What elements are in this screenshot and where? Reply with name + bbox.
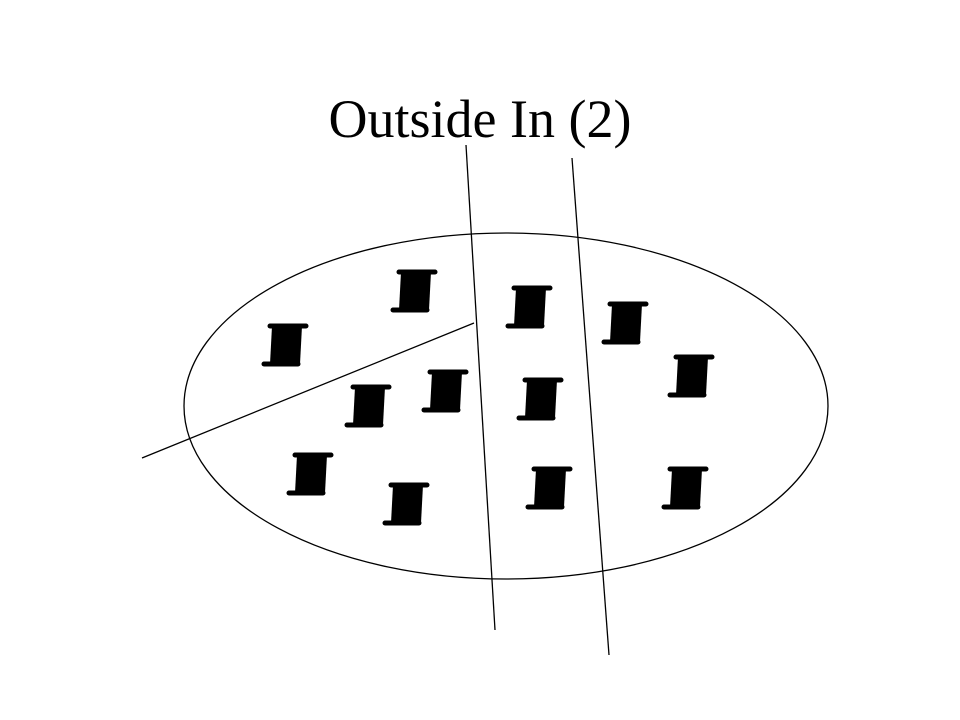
slide-title: Outside In (2): [328, 89, 632, 149]
document-icon: [670, 357, 712, 395]
document-icon: [519, 380, 561, 418]
document-set-ellipse: [183, 232, 829, 580]
document-icon: [289, 455, 331, 493]
document-icon: [393, 272, 435, 310]
document-icon: [264, 326, 306, 364]
document-icon: [604, 304, 646, 342]
document-icon: [424, 372, 466, 410]
document-icon: [664, 469, 706, 507]
document-icon: [385, 485, 427, 523]
document-icon: [528, 469, 570, 507]
divider-line-1: [465, 144, 496, 631]
divider-line-3: [141, 322, 475, 459]
document-icon: [347, 387, 389, 425]
document-icon: [508, 288, 550, 326]
divider-line-2: [571, 157, 610, 656]
